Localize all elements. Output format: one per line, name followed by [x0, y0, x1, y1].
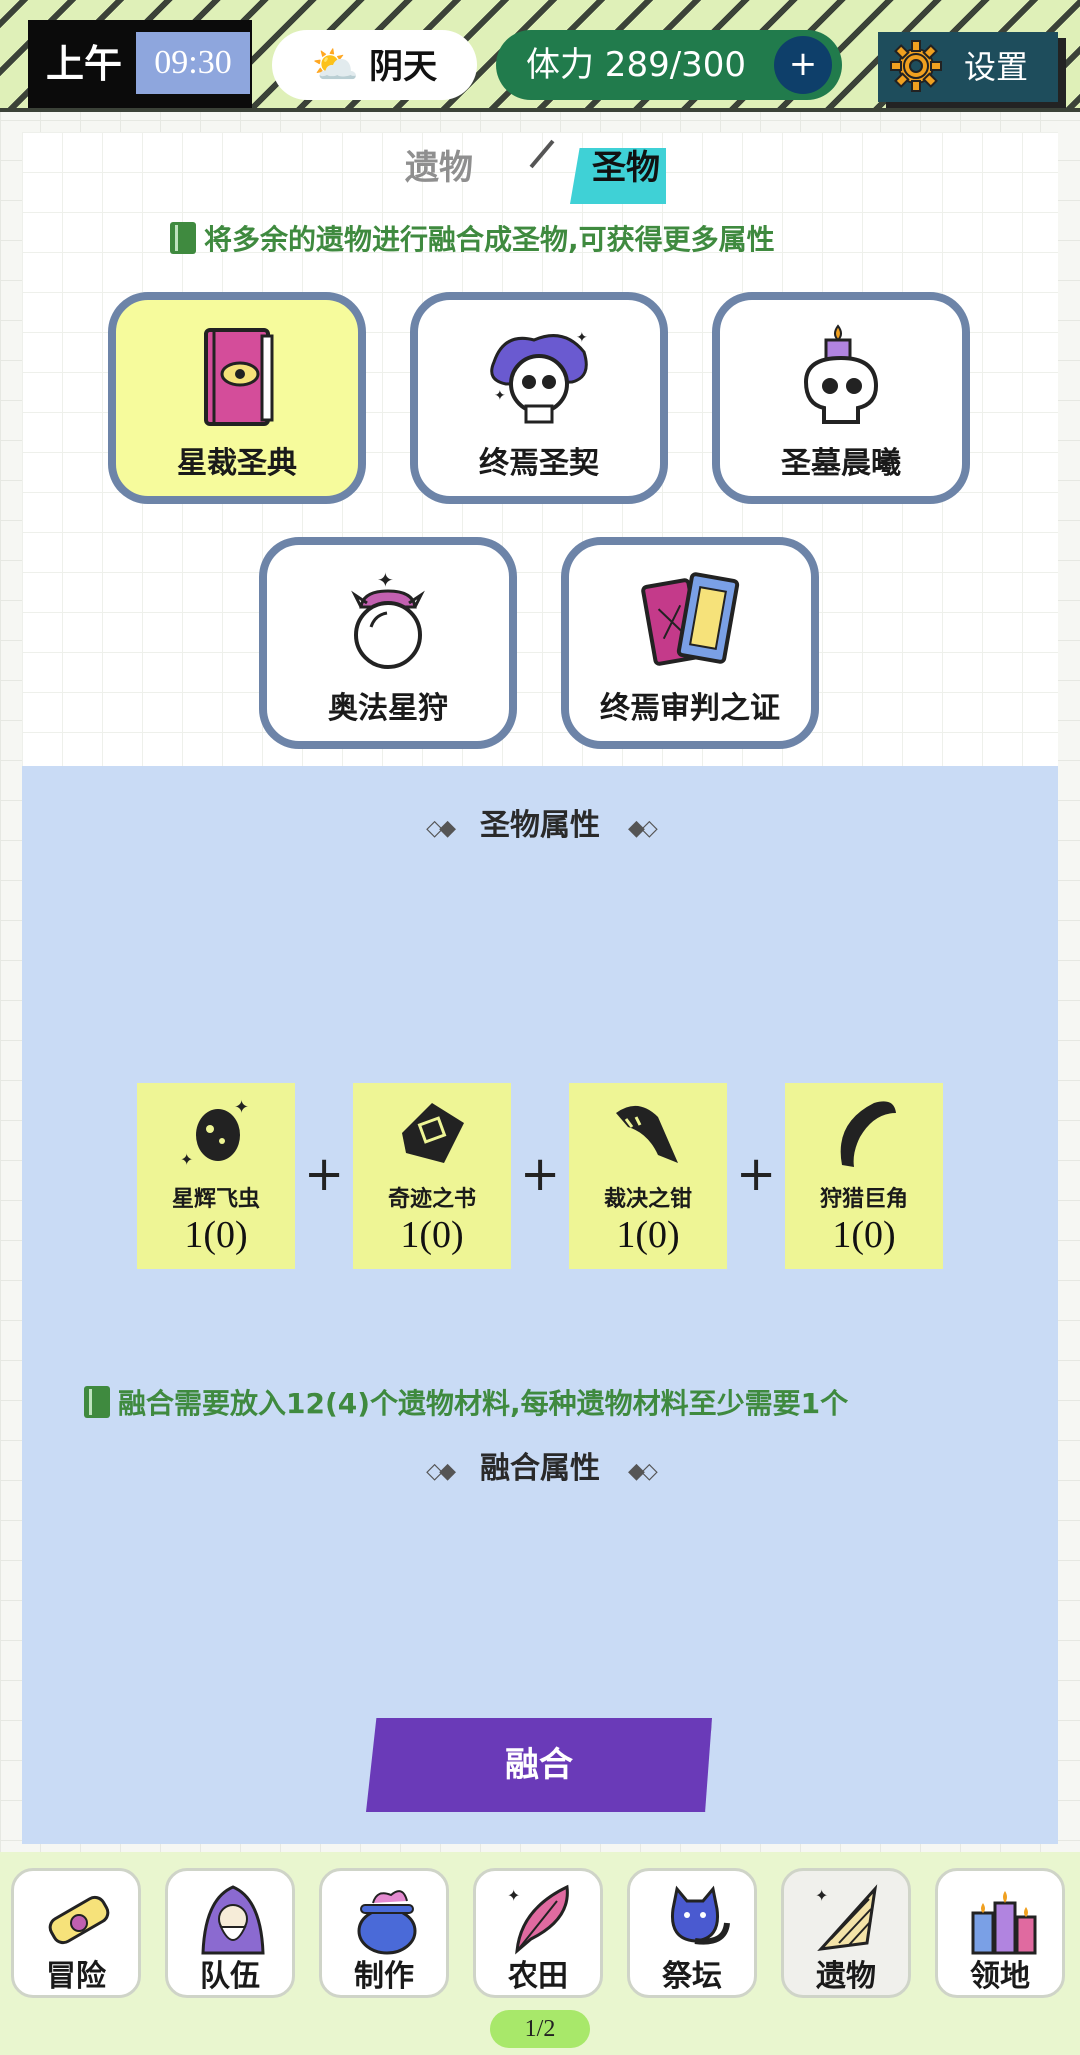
tab-active-highlight	[570, 148, 666, 204]
hint-top: 将多余的遗物进行融合成圣物,可获得更多属性	[170, 218, 775, 258]
plus-sign: +	[736, 1146, 777, 1202]
svg-text:✦: ✦	[507, 1886, 520, 1905]
diamond-ornament-icon: ◆◇	[628, 816, 658, 841]
wizard-icon	[201, 1885, 265, 1955]
book-icon	[84, 1386, 110, 1418]
nav-label: 遗物	[816, 1959, 876, 1994]
holy-card-label: 圣墓晨曦	[781, 446, 901, 481]
fuse-button[interactable]: 融合	[366, 1718, 712, 1812]
material-slot[interactable]: 奇迹之书 1(0)	[353, 1083, 511, 1269]
hint-fuse-text: 融合需要放入12(4)个遗物材料,每种遗物材料至少需要1个	[118, 1387, 849, 1420]
skull-candle-icon	[803, 324, 879, 424]
nav-label: 冒险	[46, 1959, 106, 1994]
holy-card-label: 星裁圣典	[177, 446, 297, 481]
cauldron-icon	[357, 1890, 417, 1955]
stamina-badge: 体力 289/300 +	[496, 30, 842, 100]
miracle-book-icon	[402, 1103, 464, 1163]
svg-text:✦: ✦	[815, 1886, 828, 1905]
nav-item-adventure[interactable]: 冒险	[11, 1868, 141, 1998]
claw-icon	[616, 1105, 678, 1163]
clock-box: 上午 09:30	[28, 20, 252, 108]
nav-item-relic[interactable]: ✦ 遗物	[781, 1868, 911, 1998]
hint-top-text: 将多余的遗物进行融合成圣物,可获得更多属性	[204, 223, 775, 256]
nav-label: 领地	[970, 1959, 1030, 1994]
weather-badge: ⛅阴天	[272, 30, 477, 100]
nav-label: 祭坛	[662, 1959, 722, 1994]
holy-card-label: 终焉圣契	[479, 446, 599, 481]
cat-icon	[670, 1885, 730, 1945]
hint-fuse: 融合需要放入12(4)个遗物材料,每种遗物材料至少需要1个	[84, 1382, 848, 1422]
material-name: 裁决之钳	[603, 1187, 692, 1212]
book-icon	[170, 222, 196, 254]
weather-label: 阴天	[369, 47, 438, 87]
add-stamina-button[interactable]: +	[774, 36, 832, 94]
material-slot[interactable]: ✦✦ 星辉飞虫 1(0)	[137, 1083, 295, 1269]
nav-label: 制作	[354, 1959, 414, 1994]
fusion-attr-heading: ◇◆ 融合属性 ◆◇	[22, 1443, 1058, 1487]
tarot-cards-icon	[641, 572, 740, 666]
star-beetle-icon: ✦✦	[180, 1097, 249, 1169]
holy-card-zhongyan[interactable]: ✦✦ 终焉圣契	[410, 292, 668, 504]
material-count: 1(0)	[616, 1214, 680, 1256]
svg-text:✦: ✦	[576, 330, 588, 346]
nav-item-craft[interactable]: 制作	[319, 1868, 449, 1998]
holy-attr-title: 圣物属性	[480, 808, 600, 843]
time-ampm: 上午	[46, 42, 123, 86]
holy-attr-heading: ◇◆ 圣物属性 ◆◇	[22, 800, 1058, 844]
cloud-sun-icon: ⛅	[311, 43, 360, 87]
material-count: 1(0)	[400, 1214, 464, 1256]
horn-icon	[840, 1101, 896, 1167]
svg-text:✦: ✦	[180, 1150, 193, 1169]
holy-card-aofa[interactable]: ✦ 奥法星狩	[259, 537, 517, 749]
page-indicator[interactable]: 1/2	[490, 2010, 590, 2048]
material-name: 星辉飞虫	[171, 1187, 260, 1212]
svg-text:✦: ✦	[234, 1097, 249, 1118]
nav-item-farm[interactable]: ✦ 农田	[473, 1868, 603, 1998]
shell-icon: ✦	[815, 1884, 878, 1952]
gear-icon	[890, 40, 942, 92]
material-name: 狩猎巨角	[819, 1187, 908, 1212]
plus-sign: +	[520, 1146, 561, 1202]
holy-card-shenpan[interactable]: 终焉审判之证	[561, 537, 819, 749]
fusion-attr-title: 融合属性	[480, 1451, 600, 1486]
stamina-label: 体力 289/300	[526, 45, 747, 85]
candles-icon	[971, 1891, 1037, 1955]
holy-card-xingcai[interactable]: 星裁圣典	[108, 292, 366, 504]
tab-relic[interactable]: 遗物	[405, 148, 473, 188]
material-name: 奇迹之书	[387, 1187, 476, 1212]
diamond-ornament-icon: ◇◆	[426, 816, 456, 841]
material-count: 1(0)	[184, 1214, 248, 1256]
eye-book-icon	[204, 328, 274, 426]
nav-item-altar[interactable]: 祭坛	[627, 1868, 757, 1998]
skull-smoke-icon: ✦✦	[490, 330, 588, 424]
crystal-ball-icon: ✦	[351, 568, 425, 669]
settings-button[interactable]: 设置	[878, 32, 1058, 102]
material-slot[interactable]: 狩猎巨角 1(0)	[785, 1083, 943, 1269]
diamond-ornament-icon: ◇◆	[426, 1459, 456, 1484]
svg-text:✦: ✦	[494, 388, 506, 404]
nav-label: 队伍	[200, 1959, 260, 1994]
svg-text:✦: ✦	[377, 568, 394, 592]
nav-item-team[interactable]: 队伍	[165, 1868, 295, 1998]
scroll-icon	[48, 1895, 110, 1945]
material-slot[interactable]: 裁决之钳 1(0)	[569, 1083, 727, 1269]
tab-holy[interactable]: 圣物	[592, 148, 660, 188]
plus-sign: +	[304, 1146, 345, 1202]
holy-card-label: 终焉审判之证	[600, 691, 780, 726]
diamond-ornament-icon: ◆◇	[628, 1459, 658, 1484]
settings-label: 设置	[964, 48, 1029, 86]
nav-item-territory[interactable]: 领地	[935, 1868, 1065, 1998]
material-count: 1(0)	[832, 1214, 896, 1256]
holy-card-shengmu[interactable]: 圣墓晨曦	[712, 292, 970, 504]
time-clock: 09:30	[136, 32, 250, 94]
attributes-panel	[22, 766, 1058, 1844]
feather-icon: ✦	[507, 1884, 569, 1955]
nav-label: 农田	[508, 1959, 568, 1994]
holy-card-label: 奥法星狩	[328, 691, 448, 726]
